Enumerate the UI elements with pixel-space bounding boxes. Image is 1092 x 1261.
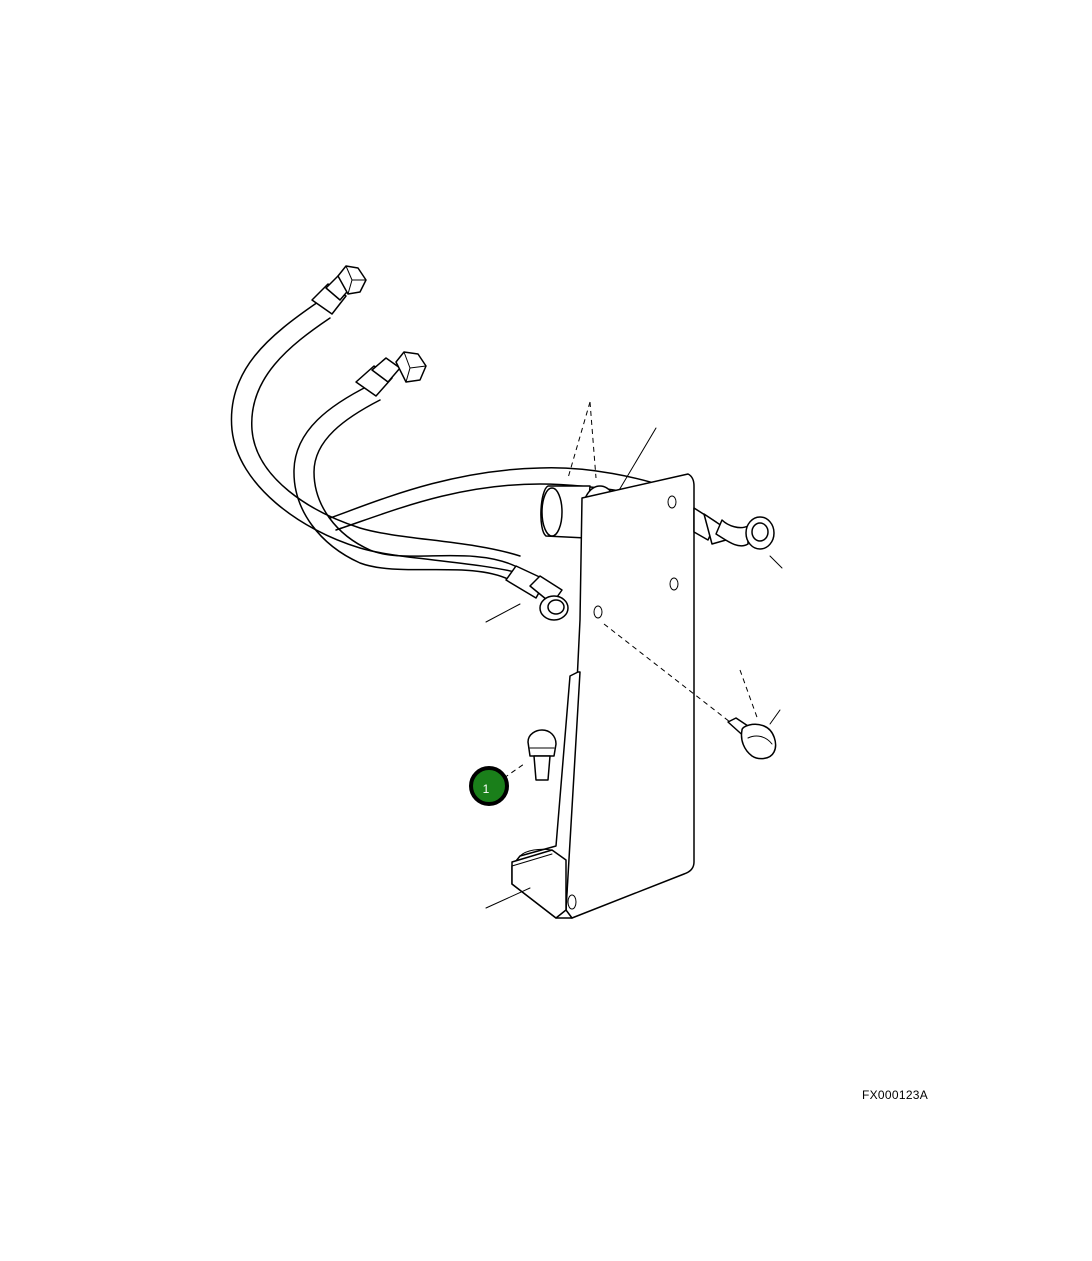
- leader-line-top-b: [589, 401, 597, 479]
- callout-1-circle[interactable]: [469, 766, 509, 806]
- elbow-fitting-right: [693, 507, 775, 550]
- hose-fitting-upper: [311, 265, 367, 315]
- hose-fitting-middle: [355, 351, 427, 397]
- leader-line-bolt-1: [503, 763, 525, 779]
- hose-fitting-lower: [505, 565, 569, 621]
- leader-line-top-a: [567, 401, 591, 479]
- bolt-part-1: [527, 729, 557, 781]
- callout-1[interactable]: 1: [469, 766, 509, 806]
- bolt-side: [727, 717, 777, 760]
- leader-line-top-c: [617, 427, 657, 493]
- hose-lower: [293, 384, 516, 581]
- mounting-bracket: [511, 473, 695, 919]
- leader-line-hose: [485, 603, 521, 623]
- leader-line-elbow: [769, 555, 783, 569]
- leader-line-side-bolt-b: [769, 709, 781, 725]
- leader-line-foot: [485, 887, 531, 909]
- figure-code: FX000123A: [862, 1088, 929, 1102]
- leader-line-side-bolt-a: [739, 669, 759, 721]
